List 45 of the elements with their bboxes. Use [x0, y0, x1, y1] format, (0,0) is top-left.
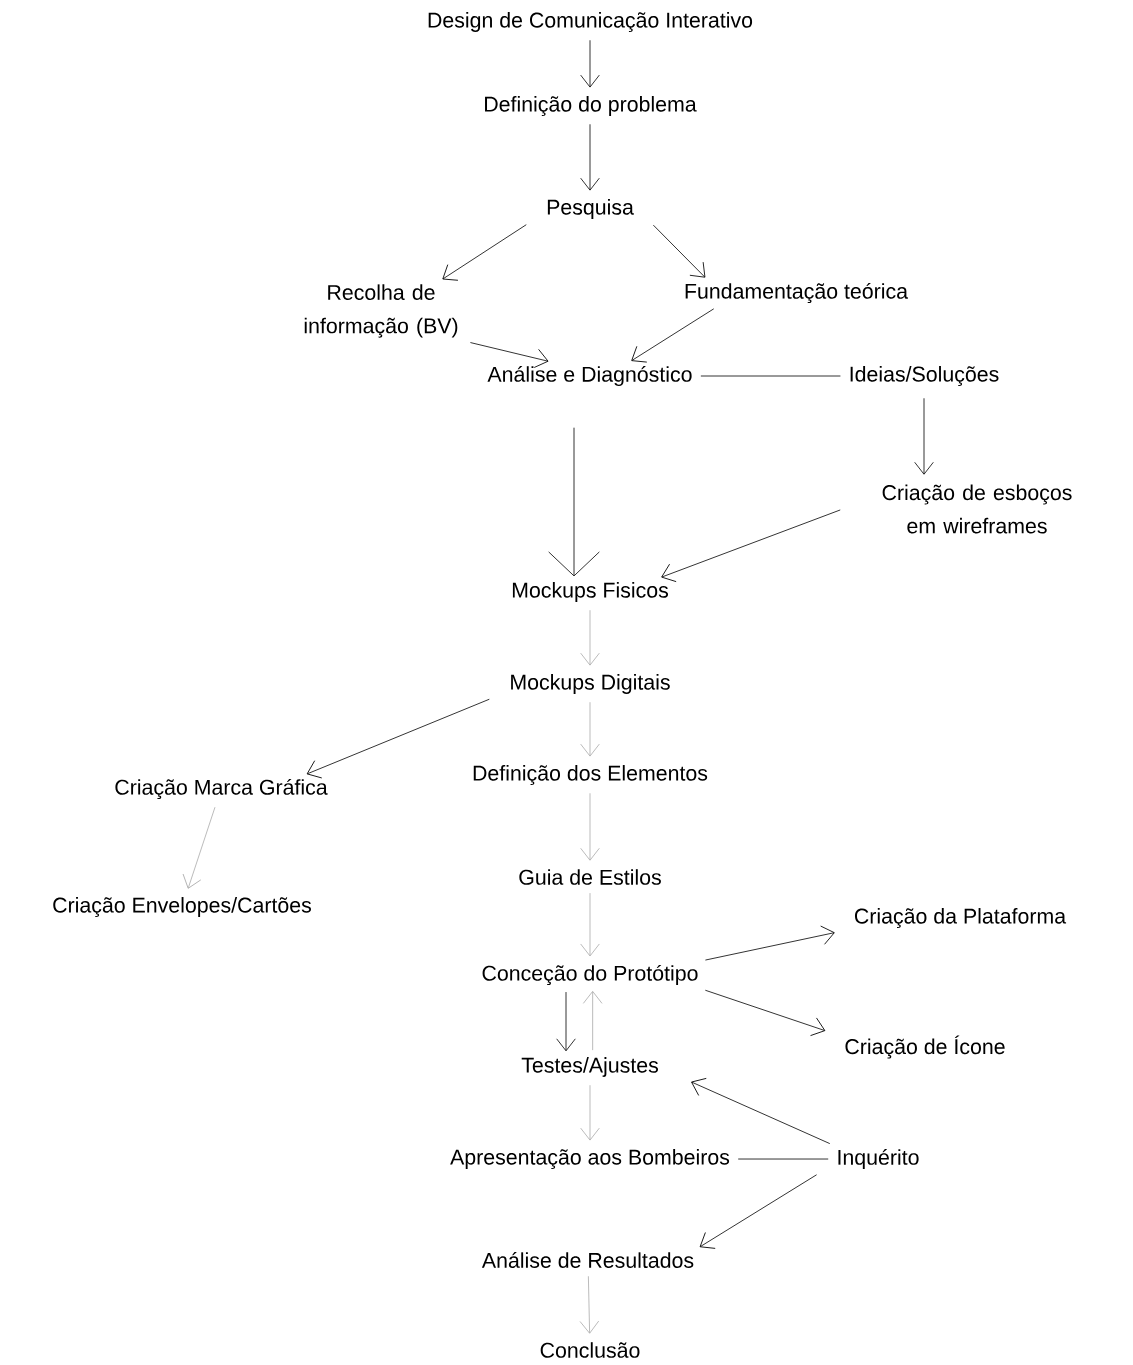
arrow [914, 397, 934, 475]
text-label: Recolha de informação (BV) [304, 284, 458, 338]
arrow [556, 991, 576, 1052]
text-label: Análise de Resultados [481, 1252, 694, 1268]
arrow [470, 342, 549, 368]
arrow [442, 224, 527, 281]
text-label: Conceção do Protótipo [482, 964, 698, 986]
arrow [582, 991, 603, 1051]
text-label: Inquérito [838, 1148, 919, 1170]
arrow [631, 308, 715, 363]
arrow [580, 1084, 600, 1141]
text-label: Pesquisa [547, 199, 634, 219]
arrow [580, 123, 600, 191]
text-label: Criação de Ícone [845, 1035, 1005, 1059]
text-label: Mockups Fisicos [512, 582, 669, 602]
arrow [580, 701, 600, 757]
arrow [705, 925, 835, 961]
text-label: Guia de Estilos [519, 869, 661, 885]
arrow [691, 1078, 831, 1144]
text-label: Conclusão [540, 1342, 640, 1358]
arrow [182, 806, 216, 889]
text-label: Criação da Plataforma [854, 908, 1067, 928]
arrow [652, 224, 706, 278]
arrow [580, 892, 600, 957]
arrow [699, 1174, 817, 1249]
arrow [661, 509, 841, 582]
text-label: Criação Marca Gráfica [115, 778, 328, 800]
arrow [548, 427, 600, 577]
text-label: Mockups Digitais [511, 674, 670, 694]
text-label: Fundamentação teórica [685, 282, 908, 304]
text-label: Ideias/Soluções [850, 366, 999, 386]
arrow [580, 39, 600, 88]
text-label: Criação de esboços em wireframes [882, 484, 1072, 534]
arrow [580, 792, 600, 861]
text-label: Definição dos Elementos [473, 765, 708, 785]
text-label: Apresentação aos Bombeiros [450, 1149, 730, 1169]
arrow [704, 989, 826, 1036]
text-label: Criação Envelopes/Cartões [53, 897, 311, 917]
text-label: Análise e Diagnóstico [487, 365, 692, 387]
text-label: Testes/Ajustes [521, 1057, 658, 1077]
text-label: Design de Comunicação Interativo [428, 12, 753, 32]
arrow [306, 698, 490, 779]
text-label: Definição do problema [485, 96, 697, 116]
arrow [580, 609, 600, 666]
arrow [579, 1275, 600, 1334]
